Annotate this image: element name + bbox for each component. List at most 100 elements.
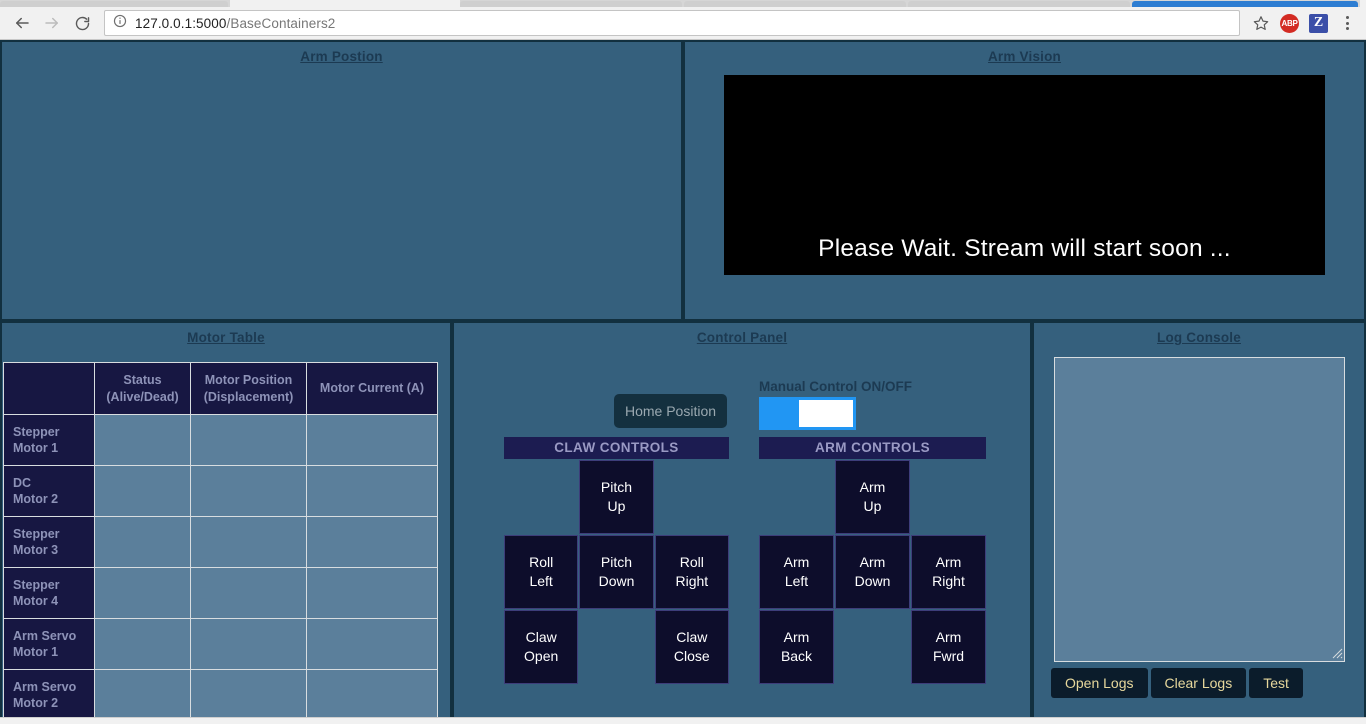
motor-cell-current [306,618,438,670]
arm-pad-spacer [759,460,834,534]
adblock-plus-extension-icon[interactable]: ABP [1280,13,1299,33]
motor-cell-current [306,465,438,517]
arm-position-panel: Arm Postion [0,40,683,321]
arm-vision-title: Arm Vision [987,49,1062,64]
browser-tab[interactable] [684,1,906,7]
zotero-extension-icon[interactable]: Z [1309,13,1328,33]
browser-tab-strip[interactable] [0,0,1366,7]
manual-control-toggle[interactable] [759,397,856,430]
motor-table-head: Status (Alive/Dead) Motor Position (Disp… [3,362,438,415]
table-header-row: Status (Alive/Dead) Motor Position (Disp… [3,362,438,415]
motor-cell-current [306,567,438,619]
toggle-knob [799,400,853,427]
table-header-status: Status (Alive/Dead) [94,362,191,415]
row-label-line2: Motor 2 [13,696,59,710]
web-page-content: Arm Postion Arm Vision Please Wait. Stre… [0,40,1366,724]
browser-tab[interactable] [0,1,228,7]
log-textarea-wrapper [1053,357,1345,662]
header-line1: Motor Current (A) [319,381,425,395]
table-header-position: Motor Position (Displacement) [190,362,307,415]
claw-pad-spacer [504,460,578,534]
claw-pad-spacer [655,460,729,534]
header-line1: Status [123,372,162,387]
table-header-corner [3,362,95,415]
home-position-button[interactable]: Home Position [614,394,727,428]
motor-cell-current [306,414,438,466]
motor-cell-position [190,465,307,517]
back-arrow-icon[interactable] [8,9,36,37]
address-bar-url: 127.0.0.1:5000/BaseContainers2 [135,16,335,31]
forward-arrow-icon [38,9,66,37]
control-panel-title: Control Panel [696,330,788,345]
video-stream-view[interactable]: Please Wait. Stream will start soon ... [724,75,1325,275]
motor-table-panel: Motor Table Status (Alive/Dead) Motor Po… [0,321,452,724]
motor-cell-position [190,618,307,670]
motor-cell-current [306,669,438,721]
three-dot-menu-icon[interactable] [1336,10,1358,36]
claw-pad-spacer [579,610,653,684]
browser-tab[interactable] [460,1,682,7]
info-circle-icon[interactable] [113,14,127,33]
test-button[interactable]: Test [1249,668,1303,698]
clear-logs-button[interactable]: Clear Logs [1150,668,1247,698]
log-output-textarea[interactable] [1053,357,1345,662]
motor-cell-status [94,618,191,670]
bookmark-star-icon[interactable] [1248,10,1274,36]
row-label-line1: Stepper [13,527,60,541]
open-logs-button[interactable]: Open Logs [1051,668,1148,698]
bottom-row: Motor Table Status (Alive/Dead) Motor Po… [0,321,1366,724]
browser-tab-active[interactable] [1132,1,1358,7]
browser-tab[interactable] [908,1,1130,7]
row-label-line1: Arm Servo [13,629,77,643]
address-bar[interactable]: 127.0.0.1:5000/BaseContainers2 [104,10,1240,36]
claw-controls-header: CLAW CONTROLS [504,437,729,459]
top-row: Arm Postion Arm Vision Please Wait. Stre… [0,40,1366,321]
row-label-line2: Motor 1 [13,441,59,455]
motor-cell-status [94,669,191,721]
header-line1: Motor Position [204,372,293,387]
motor-cell-position [190,567,307,619]
row-label-line2: Motor 4 [13,594,59,608]
row-label-line1: Stepper [13,425,60,439]
reload-icon[interactable] [68,9,96,37]
motor-cell-current [306,516,438,568]
motor-table: Status (Alive/Dead) Motor Position (Disp… [3,362,438,721]
